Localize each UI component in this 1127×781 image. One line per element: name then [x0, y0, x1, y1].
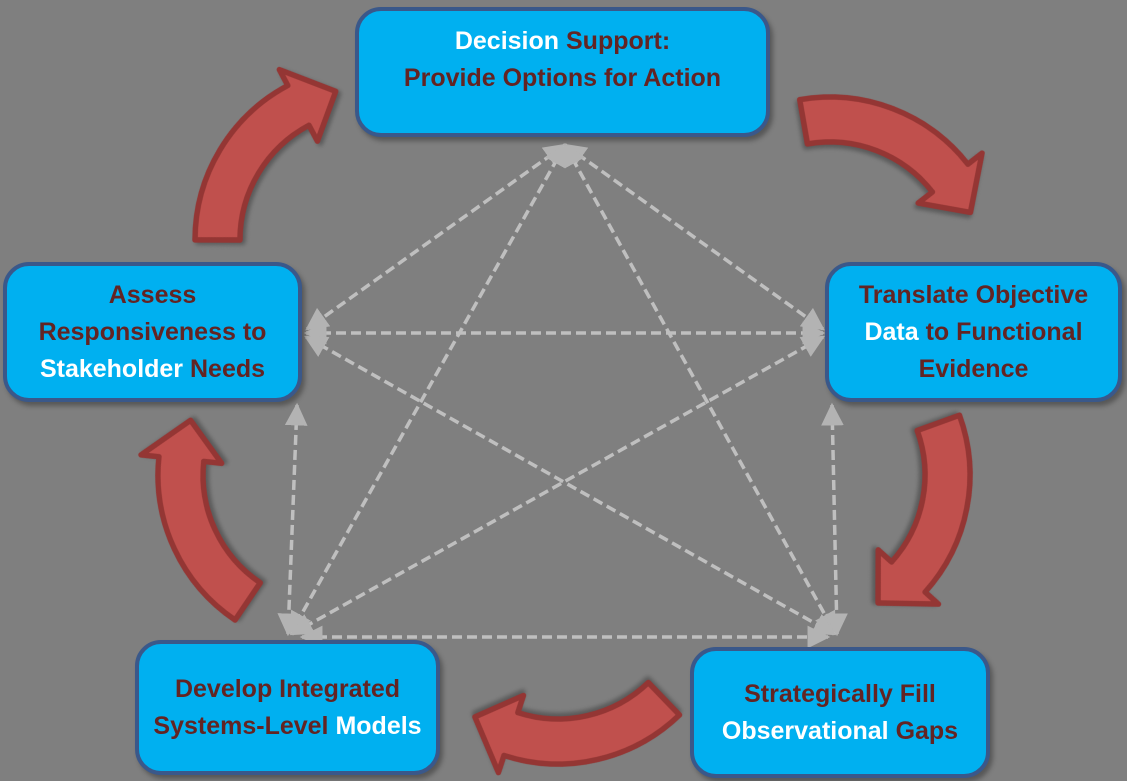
cycle-arrow-assess-needs-to-decision-support — [150, 54, 372, 254]
node-label-segment: to Functional — [925, 317, 1083, 346]
node-label-segment: Responsiveness to — [38, 317, 267, 346]
dashed-connectors — [277, 143, 848, 649]
connector-assess-needs-develop-models — [277, 402, 308, 637]
node-label-line: Responsiveness to — [39, 314, 267, 351]
node-label-line: Evidence — [919, 351, 1029, 388]
node-label-line: Data to Functional — [864, 314, 1082, 351]
node-label-segment: Evidence — [918, 354, 1029, 383]
connector-decision-support-assess-needs — [305, 143, 567, 331]
node-label-line: Observational Gaps — [722, 713, 958, 750]
node-label-line: Translate Objective — [859, 277, 1088, 314]
node-label-segment: Needs — [190, 354, 266, 383]
node-label-segment: Decision — [454, 27, 566, 55]
node-label-line: Decision Support: — [455, 23, 670, 60]
node-label-segment: Systems-Level — [153, 711, 336, 740]
cycle-arrow-translate-data-to-fill-gaps — [809, 403, 1043, 633]
node-label-line: Systems-Level Models — [153, 708, 421, 745]
node-label-segment: Observational — [721, 716, 896, 745]
cycle-arrow-decision-support-to-translate-data — [786, 34, 1004, 266]
node-label-line: Provide Options for Action — [404, 60, 721, 97]
node-label-segment: Gaps — [895, 716, 959, 745]
node-label-segment: Provide Options for Action — [403, 64, 722, 92]
connector-decision-support-translate-data — [563, 143, 825, 331]
node-label-line: Strategically Fill — [744, 676, 936, 713]
node-label-segment: Data — [864, 317, 926, 346]
node-label-segment: Strategically Fill — [744, 679, 936, 708]
node-label-segment: Models — [335, 711, 422, 740]
connector-translate-data-fill-gaps — [821, 402, 848, 637]
node-label-line: Stakeholder Needs — [40, 351, 265, 388]
node-label-segment: Translate Objective — [858, 280, 1089, 309]
cycle-arrow-fill-gaps-to-develop-models — [458, 621, 687, 781]
node-label-segment: Assess — [108, 280, 197, 309]
node-label-line: Assess — [109, 277, 197, 314]
node-label-segment: Stakeholder — [39, 354, 190, 383]
node-decision-support: Decision Support: Provide Options for Act… — [355, 7, 770, 137]
node-label-line: Develop Integrated — [175, 671, 400, 708]
connector-translate-data-develop-models — [290, 335, 825, 636]
node-label-segment: Develop Integrated — [174, 674, 401, 703]
cycle-arrow-develop-models-to-assess-needs — [108, 411, 295, 624]
node-label-segment: Support: — [566, 27, 671, 55]
connector-assess-needs-fill-gaps — [304, 335, 836, 636]
